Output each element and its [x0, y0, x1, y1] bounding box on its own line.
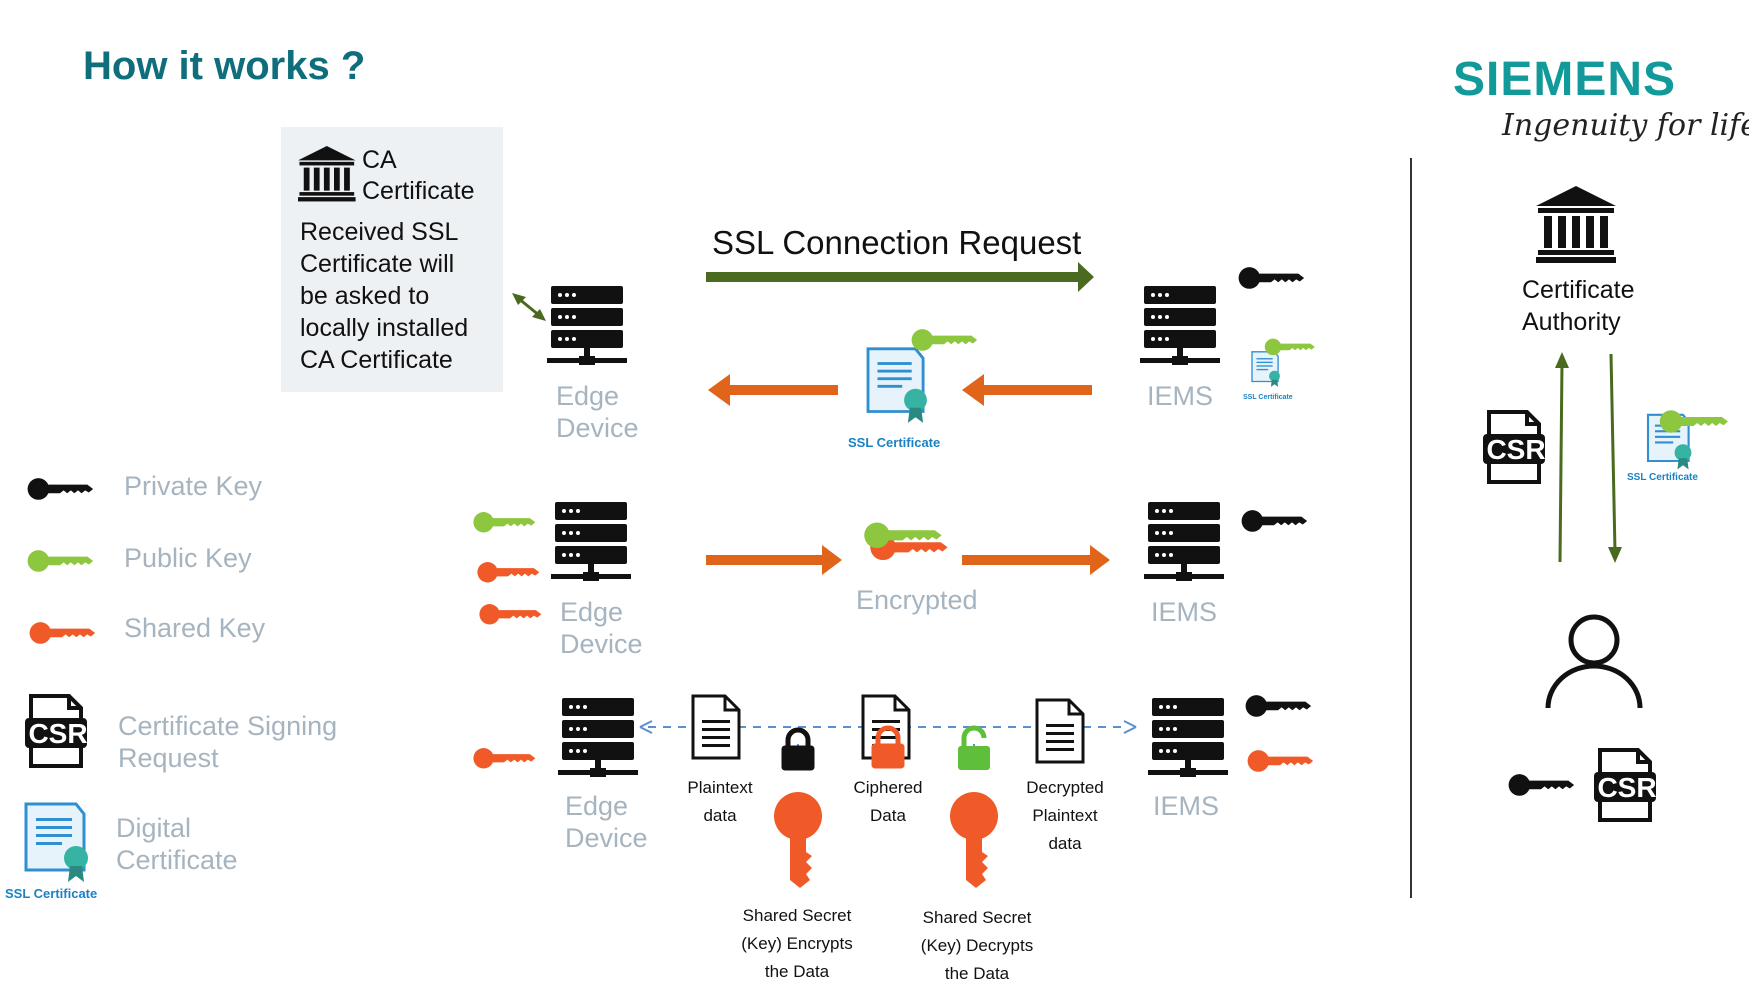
logo-tagline: Ingenuity for life — [1502, 108, 1749, 143]
legend-public-key: Public Key — [124, 543, 252, 573]
iems-label: IEMS — [1151, 597, 1218, 627]
legend-shared-key: Shared Key — [124, 613, 266, 643]
siemens-logo: SIEMENS — [1453, 53, 1677, 106]
private-key-icon — [1238, 267, 1305, 289]
server-icon — [1148, 698, 1228, 777]
decrypted-label-line2: Plaintext — [1032, 806, 1098, 825]
section-divider — [1410, 158, 1412, 898]
plaintext-document-icon — [691, 694, 741, 760]
private-key-icon — [1508, 774, 1575, 796]
certificate-authority-icon — [1536, 186, 1616, 263]
ssl-request-label: SSL Connection Request — [712, 224, 1082, 261]
ciphered-label-line1: Ciphered — [853, 778, 923, 797]
decrypted-label-line1: Decrypted — [1026, 778, 1104, 797]
ssl-certificate-small-icon — [1251, 351, 1281, 388]
certificate-return-arrow — [1608, 353, 1622, 563]
ca-box-line: be asked to — [300, 282, 430, 310]
server-icon — [1144, 502, 1224, 581]
response-arrow-right — [962, 374, 1092, 406]
ca-box-title-line2: Certificate — [362, 177, 475, 205]
ca-box-line: Certificate will — [300, 250, 455, 278]
public-key-icon — [473, 512, 536, 533]
iems-label: IEMS — [1153, 791, 1220, 821]
csr-request-arrow — [1555, 352, 1569, 563]
legend-csr-line2: Request — [118, 743, 219, 773]
shared-key-icon — [479, 604, 542, 625]
public-key-icon — [1659, 410, 1728, 433]
page-title: How it works ? — [83, 44, 366, 88]
legend-digital-line2: Certificate — [116, 845, 238, 875]
double-arrow-icon — [512, 293, 546, 321]
shared-key-icon — [477, 562, 540, 583]
csr-label: CSR — [1597, 772, 1657, 803]
encrypts-label-line1: Shared Secret — [742, 906, 852, 925]
response-arrow-left — [708, 374, 838, 406]
ssl-certificate-icon — [866, 347, 929, 425]
csr-label: CSR — [1486, 434, 1546, 465]
decrypts-label-line3: the Data — [944, 964, 1010, 983]
encrypts-label-line2: (Key) Encrypts — [741, 934, 853, 953]
unlock-icon — [958, 725, 990, 770]
ssl-certificate-small-caption: SSL Certificate — [1243, 394, 1293, 401]
decrypted-document-icon — [1035, 698, 1085, 764]
encrypt-arrow-left — [706, 545, 842, 575]
shared-key-icon — [1247, 750, 1314, 772]
legend-ssl-caption: SSL Certificate — [5, 886, 98, 901]
digital-certificate-icon — [24, 802, 90, 884]
decrypts-label-line2: (Key) Decrypts — [920, 936, 1034, 955]
lock-icon — [782, 730, 814, 770]
server-icon — [551, 502, 631, 581]
legend-csr-line1: Certificate Signing — [118, 711, 338, 741]
private-key-icon — [27, 478, 94, 500]
certificate-authority-label-line2: Authority — [1522, 308, 1621, 336]
decrypted-label-line3: data — [1048, 834, 1082, 853]
edge-device-label-line2: Device — [560, 629, 643, 659]
legend-private-key: Private Key — [124, 471, 263, 501]
iems-label: IEMS — [1147, 381, 1214, 411]
edge-device-label-line1: Edge — [565, 791, 629, 821]
server-icon — [1140, 286, 1220, 365]
ciphered-label-line2: Data — [870, 806, 906, 825]
public-key-icon — [911, 329, 978, 351]
server-icon — [558, 698, 638, 777]
certificate-authority-label-line1: Certificate — [1522, 276, 1635, 304]
shared-key-icon — [29, 622, 96, 644]
request-arrow — [706, 262, 1094, 292]
plaintext-label-line1: Plaintext — [687, 778, 753, 797]
shared-secret-key-icon — [950, 792, 998, 888]
encrypt-arrow-right — [962, 545, 1110, 575]
shared-key-icon — [473, 748, 536, 769]
shared-secret-key-icon — [774, 792, 822, 888]
private-key-icon — [1241, 510, 1308, 532]
encrypted-label: Encrypted — [856, 585, 978, 615]
ssl-certificate-caption: SSL Certificate — [848, 435, 941, 450]
private-key-icon — [1245, 695, 1312, 717]
edge-device-label-line1: Edge — [560, 597, 624, 627]
public-key-icon — [27, 550, 94, 572]
edge-device-label-line1: Edge — [556, 381, 620, 411]
decrypts-label-line1: Shared Secret — [922, 908, 1032, 927]
ca-box-line: locally installed — [300, 314, 469, 342]
ca-box-title-line1: CA — [362, 146, 397, 174]
ca-box-line: Received SSL — [300, 218, 459, 246]
plaintext-label-line2: data — [703, 806, 737, 825]
encrypts-label-line3: the Data — [764, 962, 830, 981]
ca-box-line: CA Certificate — [300, 346, 453, 374]
ca-panel-ssl-caption: SSL Certificate — [1627, 472, 1698, 483]
edge-device-label-line2: Device — [565, 823, 648, 853]
edge-device-label-line2: Device — [556, 413, 639, 443]
csr-label: CSR — [28, 718, 88, 749]
user-icon — [1545, 614, 1643, 709]
server-icon — [547, 286, 627, 365]
legend-digital-line1: Digital — [116, 813, 192, 843]
public-key-small-icon — [1264, 338, 1315, 356]
